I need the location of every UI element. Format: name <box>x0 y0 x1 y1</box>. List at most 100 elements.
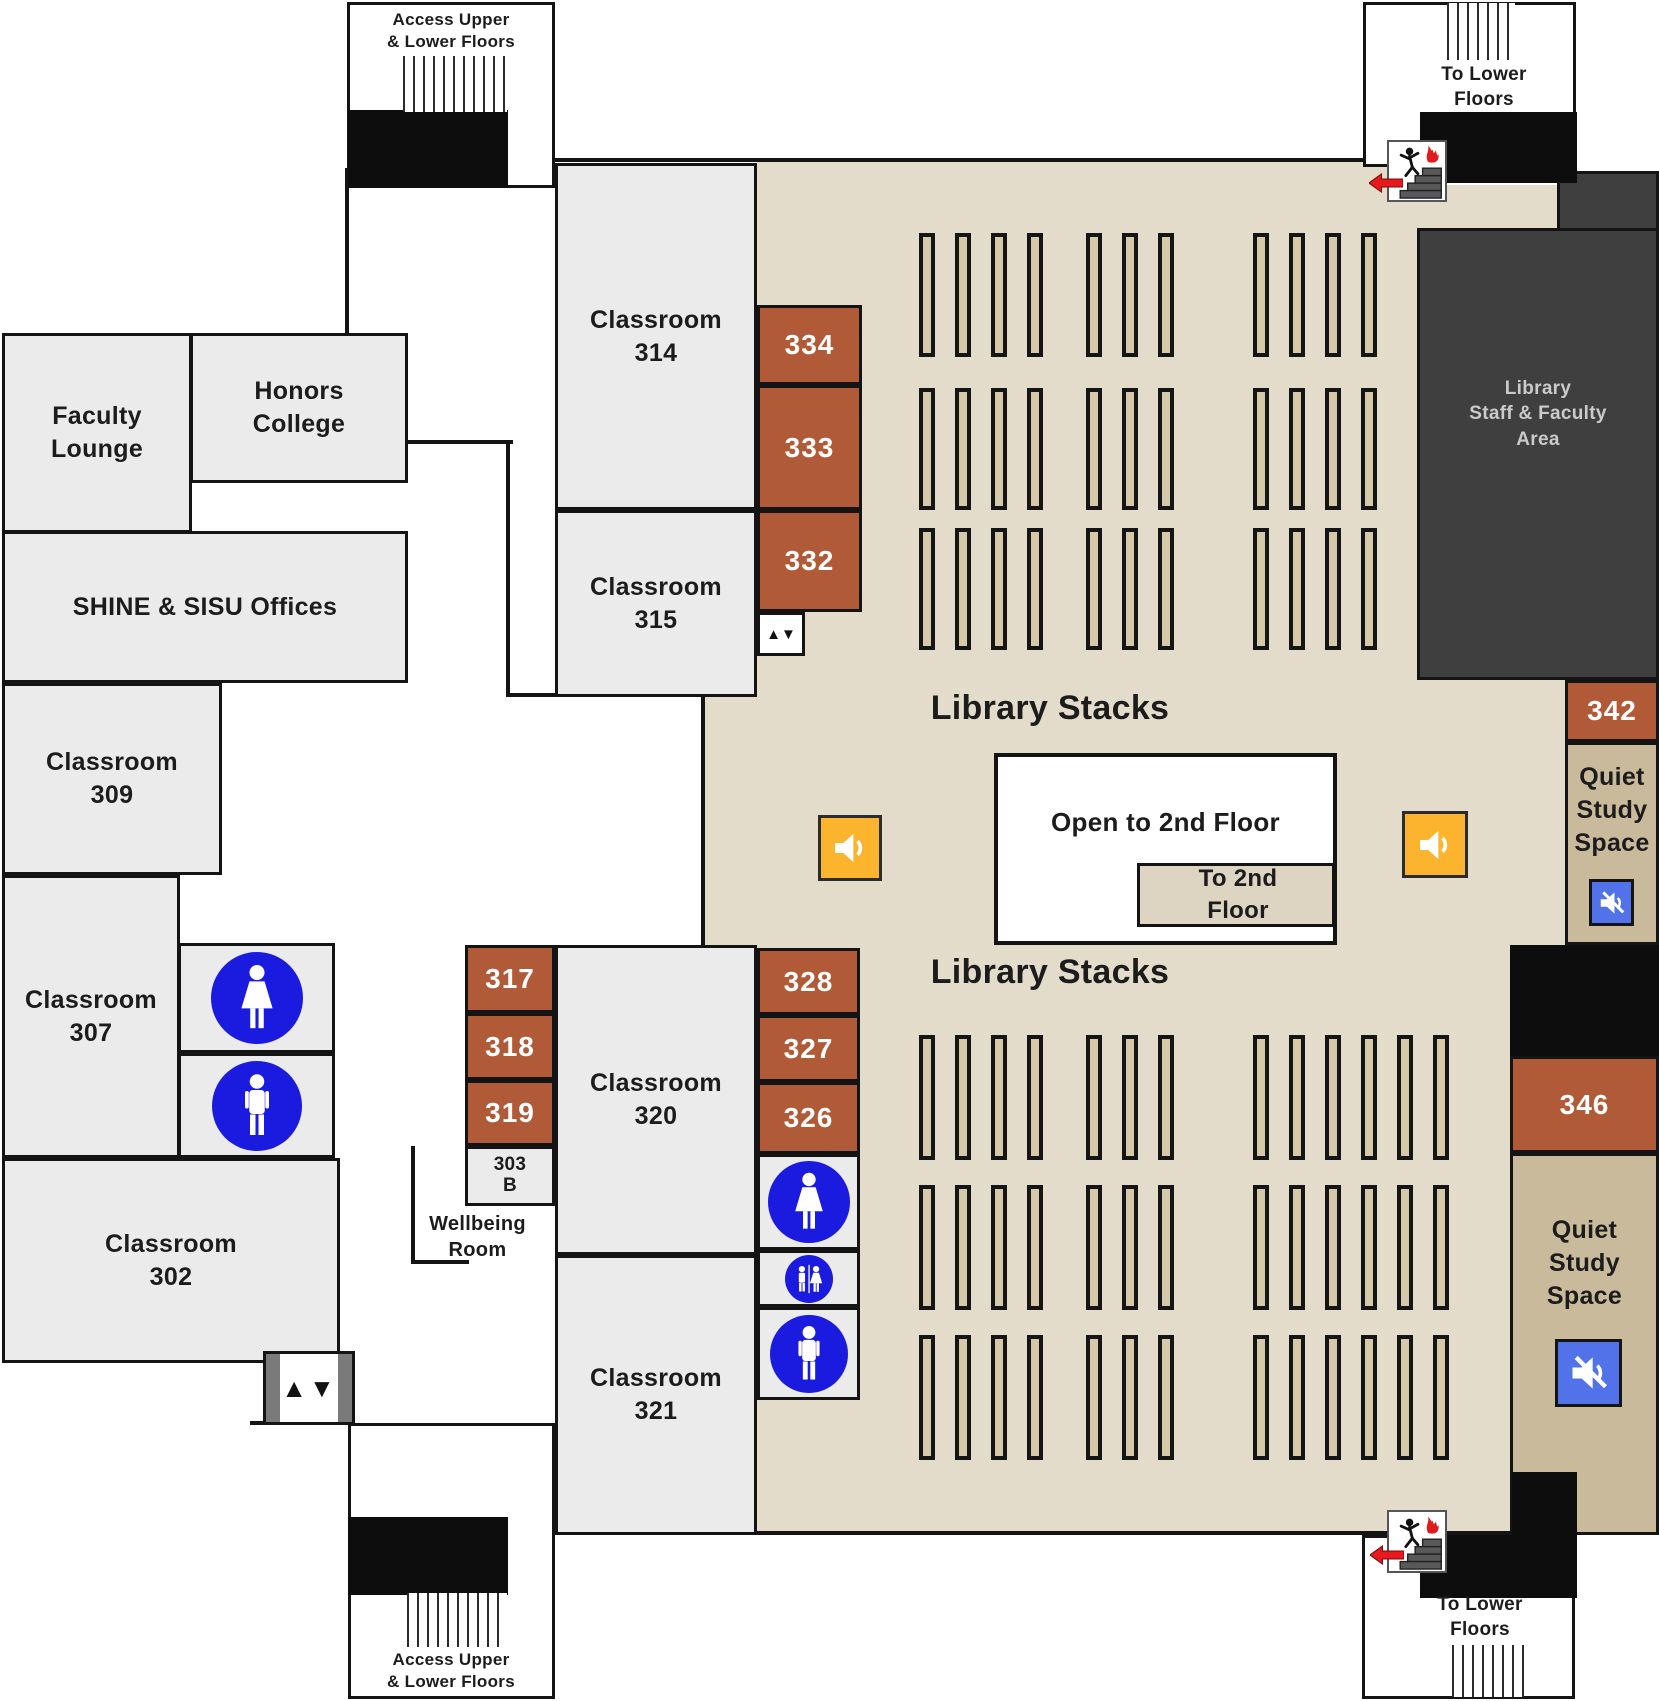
wall <box>703 1531 1513 1535</box>
book-stack-shelf <box>991 1335 1007 1460</box>
library-stacks-heading: Library Stacks <box>930 952 1170 991</box>
stairwell-label: Access Upper & Lower Floors <box>387 1649 515 1691</box>
book-stack-shelf <box>1361 528 1377 650</box>
room-label: Quiet Study Space <box>1546 1216 1623 1310</box>
book-stack-shelf <box>919 233 935 357</box>
book-stack-shelf <box>955 1185 971 1310</box>
room-label: Classroom 321 <box>590 1364 722 1425</box>
elevator-door <box>266 1354 280 1422</box>
book-stack-shelf <box>1122 528 1138 650</box>
room-label: 327 <box>783 1032 834 1064</box>
unisex-restroom-icon <box>784 1254 833 1303</box>
room-326: 326 <box>757 1082 860 1154</box>
stairs-to-2nd-floor: To 2nd Floor <box>1137 863 1335 927</box>
book-stack-shelf <box>1397 1185 1413 1310</box>
elevator: ▲▼ <box>757 612 805 656</box>
room-342: 342 <box>1565 680 1659 742</box>
room-label: 333 <box>784 431 835 463</box>
room-label: Classroom 314 <box>590 305 722 367</box>
room-328: 328 <box>757 948 860 1015</box>
book-stack-shelf <box>1397 1035 1413 1160</box>
room-319: 319 <box>465 1080 555 1146</box>
book-stack-shelf <box>1253 1185 1269 1310</box>
womens-restroom-icon <box>210 952 303 1044</box>
room-label: Classroom 309 <box>46 748 178 809</box>
book-stack-shelf <box>1361 1185 1377 1310</box>
stairs-icon <box>1452 1645 1524 1697</box>
book-stack-shelf <box>1289 528 1305 650</box>
book-stack-shelf <box>1122 233 1138 357</box>
room-classroom-321: Classroom 321 <box>555 1255 757 1535</box>
stairs-icon <box>1447 3 1515 60</box>
book-stack-shelf <box>955 233 971 357</box>
room-label: 346 <box>1559 1088 1610 1120</box>
book-stack-shelf <box>1027 1185 1043 1310</box>
book-stack-shelf <box>1158 233 1174 357</box>
mens-restroom-icon <box>769 1314 848 1393</box>
book-stack-shelf <box>919 1185 935 1310</box>
book-stack-shelf <box>919 388 935 510</box>
room-quiet-study-space-upper: Quiet Study Space <box>1565 742 1659 945</box>
wall-block <box>1510 945 1659 1056</box>
book-stack-shelf <box>955 1335 971 1460</box>
book-stack-shelf <box>1289 1185 1305 1310</box>
room-label: 317 <box>485 963 535 994</box>
book-stack-shelf <box>1289 388 1305 510</box>
room-classroom-307: Classroom 307 <box>2 875 180 1158</box>
room-mens-restroom <box>178 1053 335 1158</box>
book-stack-shelf <box>1158 1185 1174 1310</box>
stair-landing <box>348 1517 508 1595</box>
wall <box>411 1260 469 1264</box>
stair-landing <box>348 110 508 188</box>
book-stack-shelf <box>1086 528 1102 650</box>
stairs-icon <box>403 56 507 112</box>
book-stack-shelf <box>1253 1335 1269 1460</box>
room-label: Honors College <box>252 377 346 438</box>
book-stack-shelf <box>991 233 1007 357</box>
wall <box>345 168 349 335</box>
book-stack-shelf <box>1361 1035 1377 1160</box>
book-stack-shelf <box>955 388 971 510</box>
wall <box>701 695 705 948</box>
room-faculty-lounge: Faculty Lounge <box>2 333 192 533</box>
room-label: Classroom 302 <box>105 1229 237 1291</box>
wall <box>555 158 1417 162</box>
room-346: 346 <box>1510 1056 1659 1153</box>
room-303b: 303 B <box>465 1146 555 1206</box>
room-label: Faculty Lounge <box>50 402 144 463</box>
stairwell-label: Access Upper & Lower Floors <box>387 9 515 51</box>
book-stack-shelf <box>1361 233 1377 357</box>
book-stack-shelf <box>919 1035 935 1160</box>
book-stack-shelf <box>919 1335 935 1460</box>
book-stack-shelf <box>991 1185 1007 1310</box>
speaker-icon <box>818 815 882 881</box>
mens-restroom-icon <box>211 1060 302 1151</box>
wall <box>408 440 513 444</box>
room-label: Classroom 307 <box>25 985 157 1047</box>
library-stacks-heading: Library Stacks <box>930 688 1170 727</box>
room-label: 332 <box>784 545 835 576</box>
book-stack-shelf <box>1122 1335 1138 1460</box>
book-stack-shelf <box>1086 388 1102 510</box>
elevator-icon: ▲▼ <box>766 625 796 643</box>
book-stack-shelf <box>1086 1335 1102 1460</box>
speaker-muted-icon <box>1589 879 1634 926</box>
room-327: 327 <box>757 1015 860 1082</box>
room-classroom-309: Classroom 309 <box>2 683 222 875</box>
room-classroom-314: Classroom 314 <box>555 163 757 510</box>
room-library-staff-area: Library Staff & Faculty Area <box>1417 228 1659 680</box>
book-stack-shelf <box>1325 528 1341 650</box>
book-stack-shelf <box>1253 1035 1269 1160</box>
elevator-icon: ▲▼ <box>281 1372 337 1403</box>
book-stack-shelf <box>919 528 935 650</box>
book-stack-shelf <box>1122 1185 1138 1310</box>
room-334: 334 <box>757 305 862 385</box>
book-stack-shelf <box>1433 1035 1449 1160</box>
fire-exit-icon <box>1387 140 1447 202</box>
room-317: 317 <box>465 945 555 1013</box>
wellbeing-room-label: Wellbeing Room <box>429 1213 526 1261</box>
red-arrow-left-icon <box>1369 170 1403 196</box>
book-stack-shelf <box>1361 388 1377 510</box>
book-stack-shelf <box>1158 528 1174 650</box>
